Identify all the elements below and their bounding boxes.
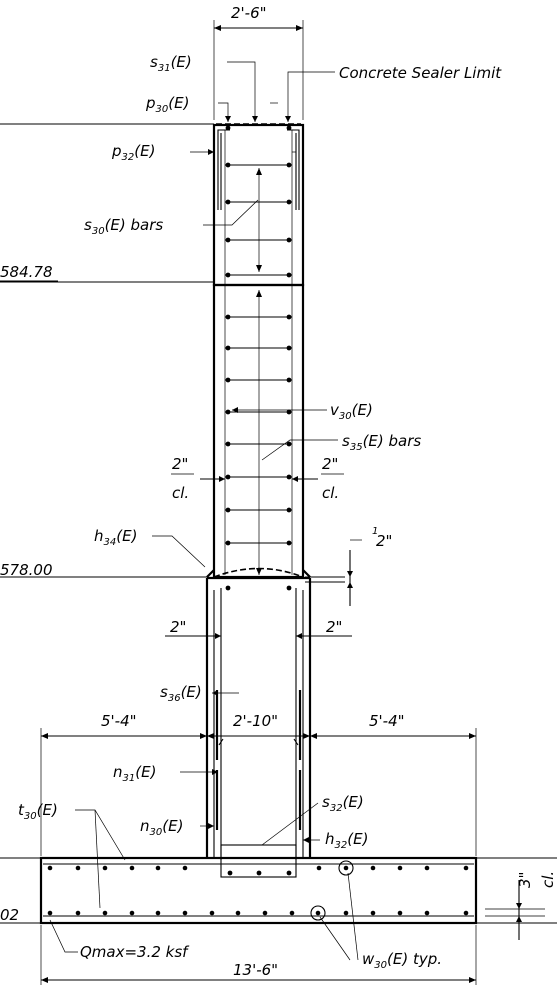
label-w30: w30(E) typ. — [362, 950, 442, 971]
dim-cl-right: cl. — [322, 484, 339, 502]
label-concrete-sealer-limit: Concrete Sealer Limit — [339, 64, 502, 82]
upper-ties — [225, 164, 292, 544]
dim-cover-right: 2" — [322, 455, 338, 473]
dim-lower-cover-left: 2" — [170, 618, 186, 636]
top-corner-bars — [217, 129, 300, 210]
label-n31: n31(E) — [113, 763, 156, 784]
dim-lower-cover-right: 2" — [326, 618, 342, 636]
label-p30: p30(E) — [145, 94, 189, 115]
dim-three-in-cl: cl. — [539, 871, 557, 888]
dim-cover-left: 2" — [172, 455, 188, 473]
label-s32: s32(E) — [322, 793, 364, 814]
w30-circled-bars — [310, 860, 354, 921]
label-s35: s35(E) bars — [342, 432, 421, 453]
dim-top-width: 2'-6" — [231, 4, 267, 22]
dim-three-in: 3" — [516, 872, 534, 888]
dim-left-footing: 5'-4" — [101, 712, 137, 730]
elevation-578-00: 578.00 — [0, 561, 53, 579]
dim-total-footing: 13'-6" — [233, 961, 278, 979]
footing-outline — [39, 856, 478, 925]
dim-half-denominator: 2" — [376, 532, 392, 550]
footing-top-bars — [47, 865, 469, 871]
label-s30: s30(E) bars — [84, 216, 163, 237]
label-n30: n30(E) — [140, 817, 183, 838]
upper-bar-dots — [225, 125, 292, 546]
haunch-578 — [206, 567, 311, 578]
leader-lines — [49, 61, 359, 961]
dimension-lines — [40, 20, 545, 985]
elevation-584-78: 584.78 — [0, 263, 53, 281]
label-p32: p32(E) — [111, 142, 155, 163]
tie-spacing-arrows — [256, 168, 262, 575]
label-t30: t30(E) — [18, 801, 58, 822]
label-qmax: Qmax=3.2 ksf — [80, 943, 190, 961]
dim-half-numerator: 1 — [372, 526, 378, 537]
label-v30: v30(E) — [330, 401, 373, 422]
elevation-footing: 02 — [0, 906, 19, 924]
elevation-lines — [0, 123, 557, 924]
dim-right-footing: 5'-4" — [369, 712, 405, 730]
label-h34: h34(E) — [94, 527, 137, 548]
lower-stem-outline — [205, 576, 312, 878]
label-s36: s36(E) — [160, 683, 202, 704]
label-h32: h32(E) — [325, 830, 368, 851]
dim-stem-width: 2'-10" — [233, 712, 278, 730]
dim-cl-left: cl. — [172, 484, 189, 502]
footing-bottom-bars — [47, 910, 469, 916]
label-s31: s31(E) — [150, 53, 192, 74]
lower-stem-bars — [215, 585, 302, 876]
